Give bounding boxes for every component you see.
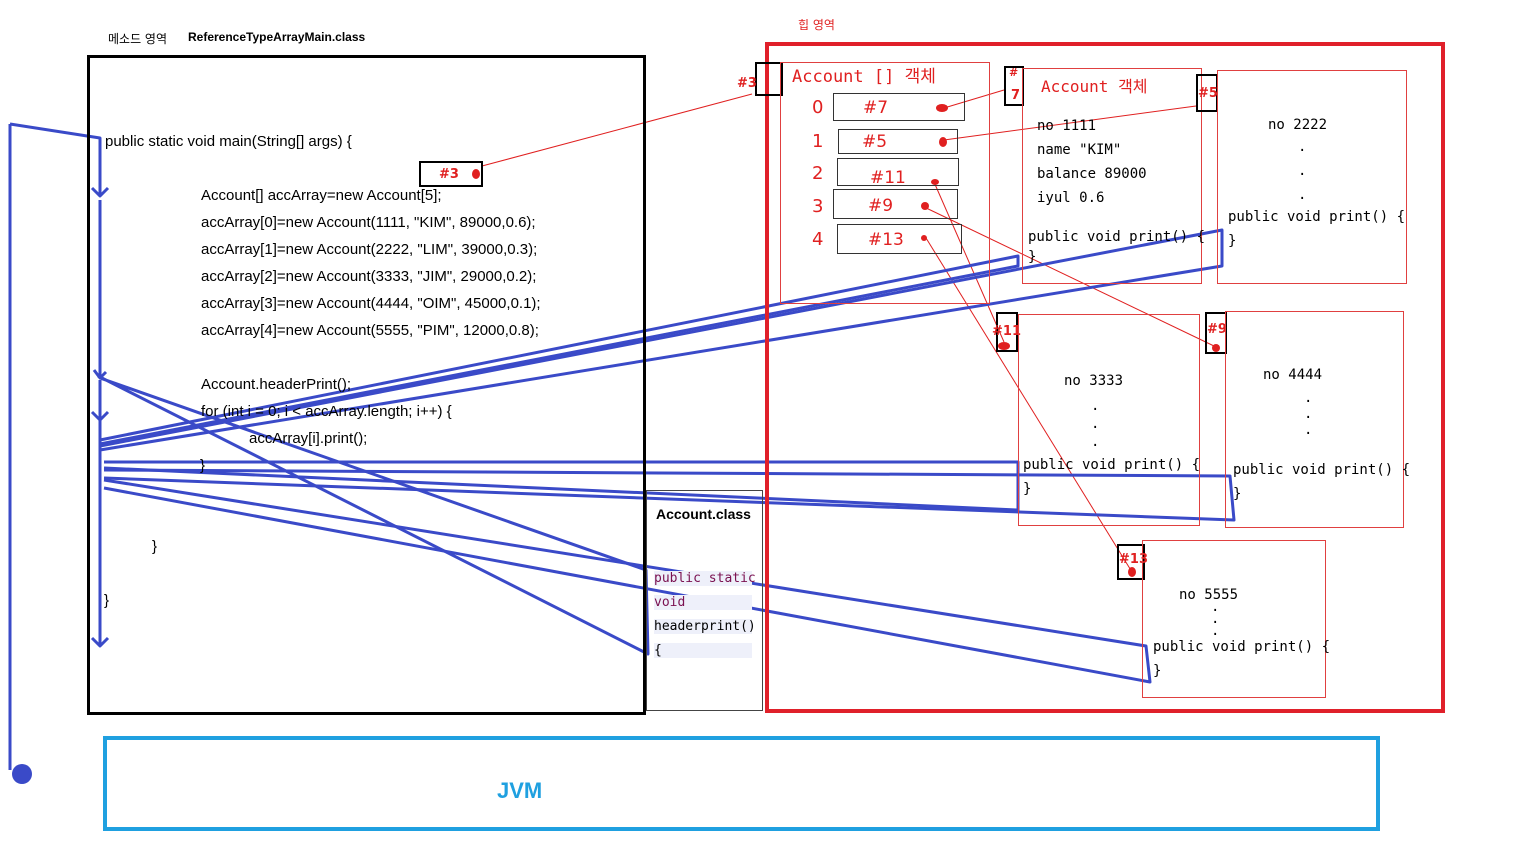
- array-slot-3-ref: #9: [868, 196, 894, 216]
- obj13-tag: #13: [1119, 552, 1148, 567]
- array-slot-1-ref: #5: [862, 132, 888, 152]
- code-line-5: accArray[3]=new Account(4444, "OIM", 450…: [201, 295, 541, 312]
- code-close-inner: }: [200, 457, 206, 474]
- heap-area-box: [765, 42, 1445, 713]
- obj7-field-balance: balance 89000: [1037, 166, 1147, 182]
- array-index-4: 4: [812, 229, 824, 250]
- account-object-11: no 3333 ... public void print() { }: [1018, 314, 1200, 526]
- obj9-tag-box: #9: [1205, 312, 1227, 354]
- account-object-5: no 2222 ... public void print() { }: [1217, 70, 1407, 284]
- array-index-1: 1: [812, 131, 824, 152]
- obj9-tag: #9: [1207, 322, 1227, 337]
- method-ref-tag-box: #3: [419, 161, 483, 187]
- array-slot-2: [837, 158, 959, 186]
- code-line-1: Account[] accArray=new Account[5];: [201, 187, 442, 204]
- method-area-class-name: ReferenceTypeArrayMain.class: [188, 30, 366, 44]
- jvm-label: JVM: [497, 778, 543, 803]
- account-object-9: no 4444 ... public void print() { }: [1225, 311, 1410, 528]
- array-slot-4-ref: #13: [868, 230, 904, 250]
- obj11-close: }: [1023, 481, 1032, 497]
- array-tag-box: [755, 62, 783, 96]
- account-class-code-1: public static: [654, 571, 756, 586]
- obj9-close: }: [1233, 486, 1242, 502]
- obj7-method: public void print() {: [1028, 229, 1206, 245]
- flow-lines: [8, 122, 1236, 770]
- obj5-ellipsis: ...: [1298, 139, 1307, 203]
- obj11-tag: #11: [992, 324, 1021, 339]
- obj13-close: }: [1153, 663, 1162, 679]
- obj7-tag: #: [1009, 66, 1019, 79]
- obj5-field-no: no 2222: [1268, 117, 1328, 133]
- account-array-object: [780, 62, 990, 304]
- obj7-close: }: [1028, 249, 1037, 265]
- account-class-title: Account.class: [656, 506, 751, 522]
- obj13-ellipsis: ...: [1211, 599, 1220, 639]
- obj13-method: public void print() {: [1153, 639, 1331, 655]
- obj7-tag-box: # 7: [1004, 66, 1024, 106]
- array-slot-1: [838, 129, 958, 154]
- code-line-3: accArray[1]=new Account(2222, "LIM", 390…: [201, 241, 538, 258]
- obj13-field-no: no 5555: [1179, 587, 1239, 603]
- obj11-field-no: no 3333: [1064, 373, 1124, 389]
- account-object-13: no 5555 ... public void print() { }: [1142, 540, 1330, 698]
- obj5-close: }: [1228, 233, 1237, 249]
- code-close-outer: }: [104, 592, 110, 609]
- obj9-field-no: no 4444: [1263, 367, 1323, 383]
- account-class-code-4: {: [654, 643, 752, 658]
- account-class-code-3: headerprint(): [654, 619, 756, 634]
- code-line-8: for (int i = 0; i < accArray.length; i++…: [201, 403, 452, 420]
- array-slot-0: [833, 93, 965, 121]
- array-index-2: 2: [812, 163, 824, 184]
- flow-end-dot: [12, 764, 32, 784]
- method-area-box: [87, 55, 646, 715]
- code-line-7: Account.headerPrint();: [201, 376, 352, 393]
- obj7-field-no: no 1111: [1037, 118, 1097, 134]
- code-line-2: accArray[0]=new Account(1111, "KIM", 890…: [201, 214, 536, 231]
- account-array-title: Account [] 객체: [792, 67, 936, 87]
- jvm-box: JVM: [103, 736, 1380, 831]
- array-index-3: 3: [812, 196, 824, 217]
- array-slot-0-ref: #7: [863, 98, 889, 118]
- array-slot-3: [833, 189, 958, 219]
- account-class-code-2: void: [654, 595, 752, 610]
- pointer-dots: [472, 104, 1220, 577]
- array-tag: #3: [737, 76, 757, 91]
- array-slot-2-ref: #11: [870, 168, 906, 188]
- method-area-title: 메소드 영역: [108, 32, 168, 46]
- obj9-ellipsis: ...: [1304, 390, 1313, 438]
- obj5-method: public void print() {: [1228, 209, 1406, 225]
- obj13-tag-box: #13: [1117, 544, 1148, 580]
- array-slot-4: [837, 224, 962, 254]
- obj7-title: Account 객체: [1041, 77, 1148, 96]
- obj7-tag-number: 7: [1011, 88, 1021, 103]
- obj11-tag-box: #11: [992, 312, 1021, 352]
- obj7-field-iyul: iyul 0.6: [1037, 190, 1105, 206]
- obj11-method: public void print() {: [1023, 457, 1201, 473]
- account-class-box: Account.class public static void headerp…: [646, 490, 763, 711]
- obj7-field-name: name "KIM": [1037, 142, 1122, 158]
- obj9-method: public void print() {: [1233, 462, 1411, 478]
- code-close-main: }: [152, 538, 158, 555]
- array-index-0: 0: [812, 97, 824, 118]
- code-main-signature: public static void main(String[] args) {: [105, 133, 352, 150]
- account-object-7: Account 객체 no 1111 name "KIM" balance 89…: [1022, 68, 1206, 284]
- obj11-ellipsis: ...: [1091, 398, 1100, 450]
- obj5-tag-box: #5: [1196, 74, 1218, 112]
- method-ref-tag: #3: [439, 167, 459, 182]
- heap-area-title: 힙 영역: [798, 18, 835, 32]
- code-line-6: accArray[4]=new Account(5555, "PIM", 120…: [201, 322, 539, 339]
- code-line-9: accArray[i].print();: [249, 430, 368, 447]
- obj5-tag: #5: [1198, 86, 1218, 101]
- code-line-4: accArray[2]=new Account(3333, "JIM", 290…: [201, 268, 537, 285]
